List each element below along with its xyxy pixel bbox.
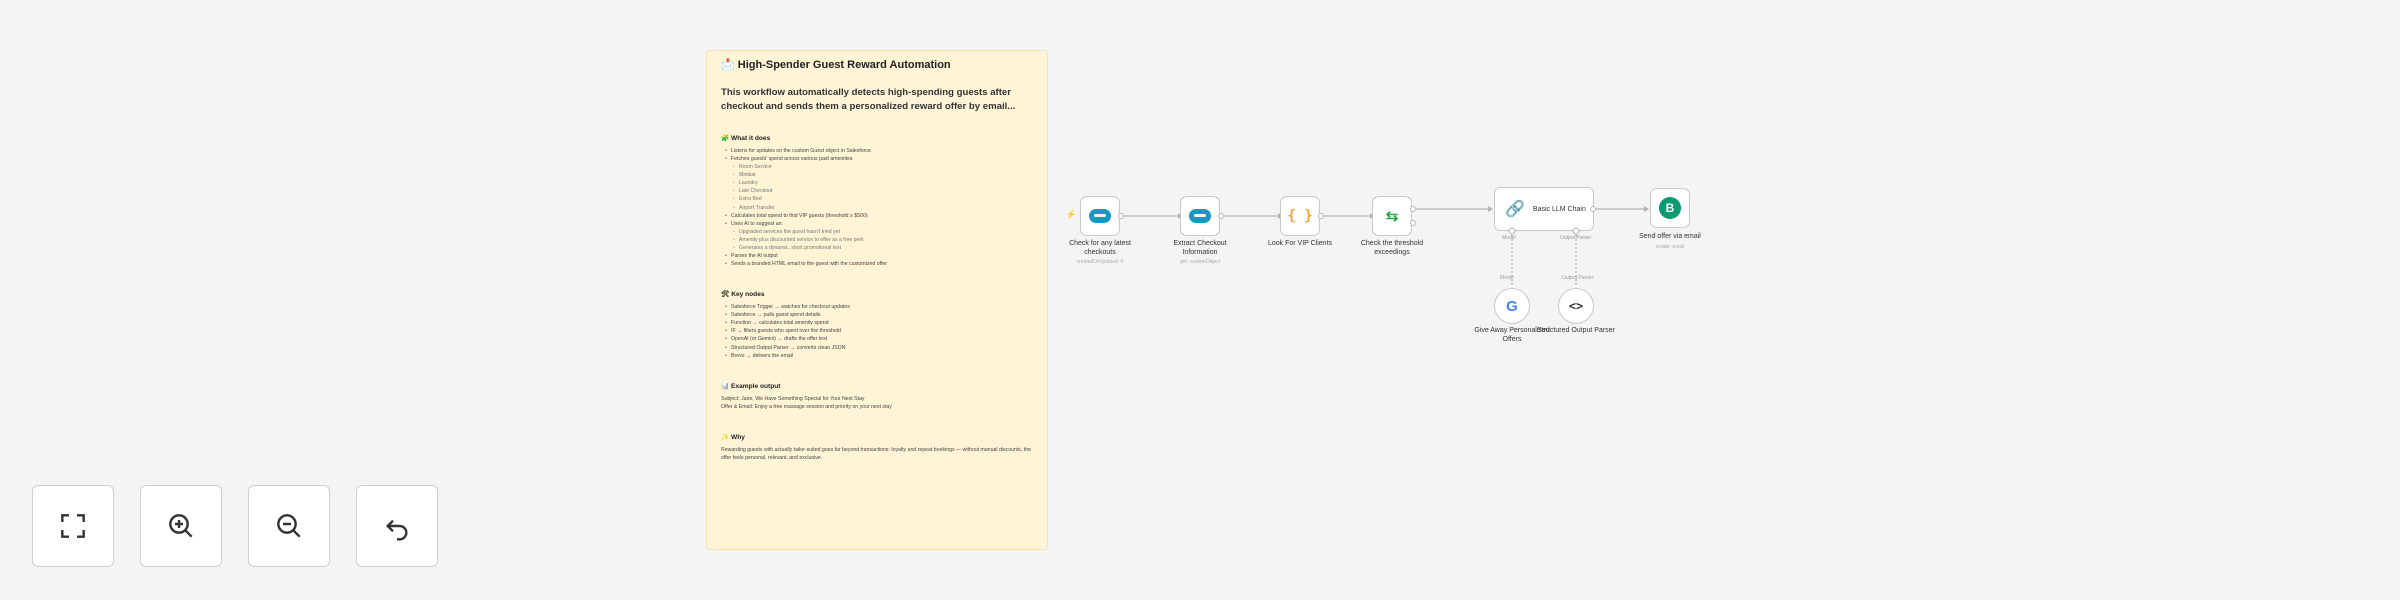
node-extract-checkout-label: Extract Checkout Information: [1173, 240, 1227, 256]
sticky-note[interactable]: 📩 High-Spender Guest Reward Automation T…: [706, 50, 1048, 550]
what-it-does-item: Parses the AI output: [725, 252, 1039, 260]
key-node-item: Salesforce → pulls guest spend details: [725, 311, 1039, 319]
what-it-does-subitem: Generates a dynamic, short promotional t…: [725, 244, 1039, 252]
node-output-parser-label: Structured Output Parser: [1537, 327, 1615, 334]
zoom-out-button[interactable]: [248, 485, 330, 567]
node-threshold-if[interactable]: ⇆: [1372, 196, 1412, 236]
what-it-does-subitem: Airport Transfer: [725, 204, 1039, 212]
why-heading: ✨ Why: [721, 434, 745, 442]
node-send-email-sub: create: email: [1655, 244, 1685, 250]
example-output-heading: 📊 Example output: [721, 382, 781, 390]
zoom-in-button[interactable]: [140, 485, 222, 567]
zoom-in-icon: [169, 514, 193, 538]
parser-link-label: Output Parser: [1562, 275, 1594, 281]
key-nodes-heading: 🛠 Key nodes: [721, 291, 765, 299]
reset-zoom-button[interactable]: [356, 485, 438, 567]
undo-icon: [385, 519, 408, 541]
what-it-does-subitem: Minibar: [725, 171, 1039, 179]
what-it-does-item: Fetches guests' spend across various pai…: [725, 155, 1039, 163]
if-branch-icon: ⇆: [1385, 208, 1399, 225]
node-gemini-label: Give Away Personalised Offers: [1474, 327, 1550, 343]
output-port[interactable]: [1218, 213, 1224, 219]
node-basic-llm-chain[interactable]: 🔗 Basic LLM Chain: [1494, 187, 1594, 231]
example-subject: Subject: Jane, We Have Something Special…: [721, 395, 865, 402]
arrowhead: [1488, 206, 1493, 212]
why-text: Rewarding guests with actually tailor-su…: [721, 447, 1031, 462]
what-it-does-item: Calculates total spend to find VIP guest…: [725, 212, 1039, 220]
what-it-does-heading: 🧩 What it does: [721, 134, 771, 142]
trigger-bolt-icon: ⚡: [1066, 210, 1076, 219]
code-braces-icon: { }: [1287, 208, 1313, 224]
what-it-does-item: Sends a branded HTML email to the guest …: [725, 260, 1039, 268]
node-extract-checkout[interactable]: [1180, 196, 1220, 236]
what-it-does-subitem: Amenity plus discounted service to offer…: [725, 236, 1039, 244]
code-brackets-icon: <>: [1568, 299, 1584, 313]
salesforce-icon: [1089, 209, 1111, 223]
salesforce-icon: [1189, 209, 1211, 223]
example-offer: Offer & Email: Enjoy a free massage sess…: [721, 403, 892, 410]
node-look-vip[interactable]: { }: [1280, 196, 1320, 236]
fit-view-button[interactable]: [32, 485, 114, 567]
output-port[interactable]: [1590, 206, 1596, 212]
output-port[interactable]: [1118, 213, 1124, 219]
node-send-email-label: Send offer via email: [1639, 233, 1701, 240]
fullscreen-icon: [61, 514, 85, 538]
parser-port-label: Output Parser: [1560, 235, 1592, 241]
what-it-does-list: Listens for updates on the custom Guest …: [715, 147, 1039, 268]
key-node-item: Structured Output Parser → converts clea…: [725, 344, 1039, 352]
what-it-does-subitem: Upgraded services the guest hasn't tried…: [725, 228, 1039, 236]
node-basic-llm-chain-label: Basic LLM Chain: [1532, 205, 1586, 213]
node-extract-checkout-sub: get: customObject: [1179, 259, 1221, 265]
node-gemini-model[interactable]: G: [1494, 288, 1530, 324]
node-look-vip-label: Look For VIP Clients: [1267, 240, 1333, 247]
node-check-checkouts-label: Check for any latest checkouts: [1069, 240, 1131, 256]
model-link-label: Model: [1500, 275, 1514, 281]
sticky-title: 📩 High-Spender Guest Reward Automation: [721, 59, 951, 71]
key-node-item: IF → filters guests who spent over the t…: [725, 327, 1039, 335]
google-icon: G: [1506, 297, 1518, 315]
node-check-checkouts-sub: createdOrUpdated: 0: [1076, 259, 1124, 265]
model-port-label: Model: [1502, 235, 1516, 241]
zoom-out-icon: [277, 514, 301, 538]
what-it-does-subitem: Room Service: [725, 163, 1039, 171]
brevo-icon: B: [1659, 197, 1681, 219]
node-output-parser[interactable]: <>: [1558, 288, 1594, 324]
sticky-intro: This workflow automatically detects high…: [721, 87, 1016, 112]
link-chain-icon: 🔗: [1505, 201, 1525, 218]
what-it-does-subitem: Laundry: [725, 179, 1039, 187]
false-output-port[interactable]: [1410, 220, 1416, 226]
key-node-item: Brevo → delivers the email: [725, 352, 1039, 360]
true-output-port[interactable]: [1410, 206, 1416, 212]
key-node-item: Salesforce Trigger → watches for checkou…: [725, 303, 1039, 311]
node-send-email[interactable]: B: [1650, 188, 1690, 228]
what-it-does-item: Uses AI to suggest an:: [725, 220, 1039, 228]
what-it-does-subitem: Extra Bed: [725, 195, 1039, 203]
arrowhead: [1644, 206, 1649, 212]
what-it-does-item: Listens for updates on the custom Guest …: [725, 147, 1039, 155]
what-it-does-subitem: Late Checkout: [725, 187, 1039, 195]
node-threshold-label: Check the threshold exceedings: [1360, 240, 1424, 256]
node-check-checkouts[interactable]: [1080, 196, 1120, 236]
key-node-item: OpenAI (or Gemini) → drafts the offer te…: [725, 335, 1039, 343]
key-node-item: Function → calculates total amenity spen…: [725, 319, 1039, 327]
output-port[interactable]: [1318, 213, 1324, 219]
key-nodes-list: Salesforce Trigger → watches for checkou…: [715, 303, 1039, 359]
